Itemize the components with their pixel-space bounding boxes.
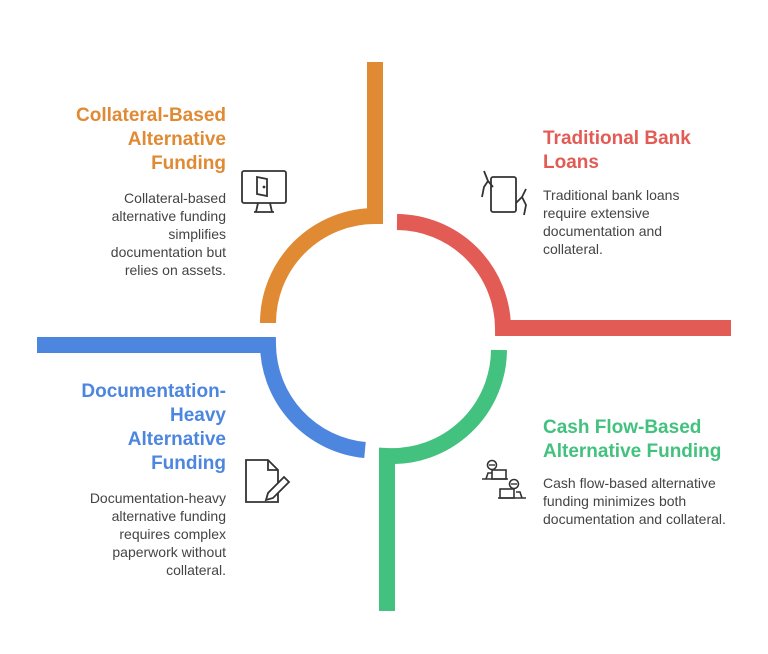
traditional-description: Traditional bank loans require extensive… (543, 187, 680, 257)
monitor-device-icon (241, 170, 287, 213)
red-arc (396, 214, 731, 336)
cashflow-description: Cash flow-based alternative funding mini… (543, 475, 726, 527)
blue-arc (37, 337, 366, 458)
cashflow-title: Cash Flow-Based Alternative Funding (543, 417, 722, 462)
documentation-description: Documentation-heavy alternative funding … (89, 490, 226, 578)
documentation-title: Documentation- Heavy Alternative Funding (81, 381, 226, 474)
collateral-description: Collateral-based alternative funding sim… (110, 190, 226, 278)
hands-holding-document-icon (481, 170, 527, 216)
traditional-title: Traditional Bank Loans (543, 128, 691, 173)
collateral-title: Collateral-Based Alternative Funding (76, 105, 226, 174)
green-arc (379, 349, 507, 611)
people-laptops-icon (482, 459, 526, 499)
orange-arc (260, 62, 383, 324)
document-pen-icon (245, 459, 291, 503)
